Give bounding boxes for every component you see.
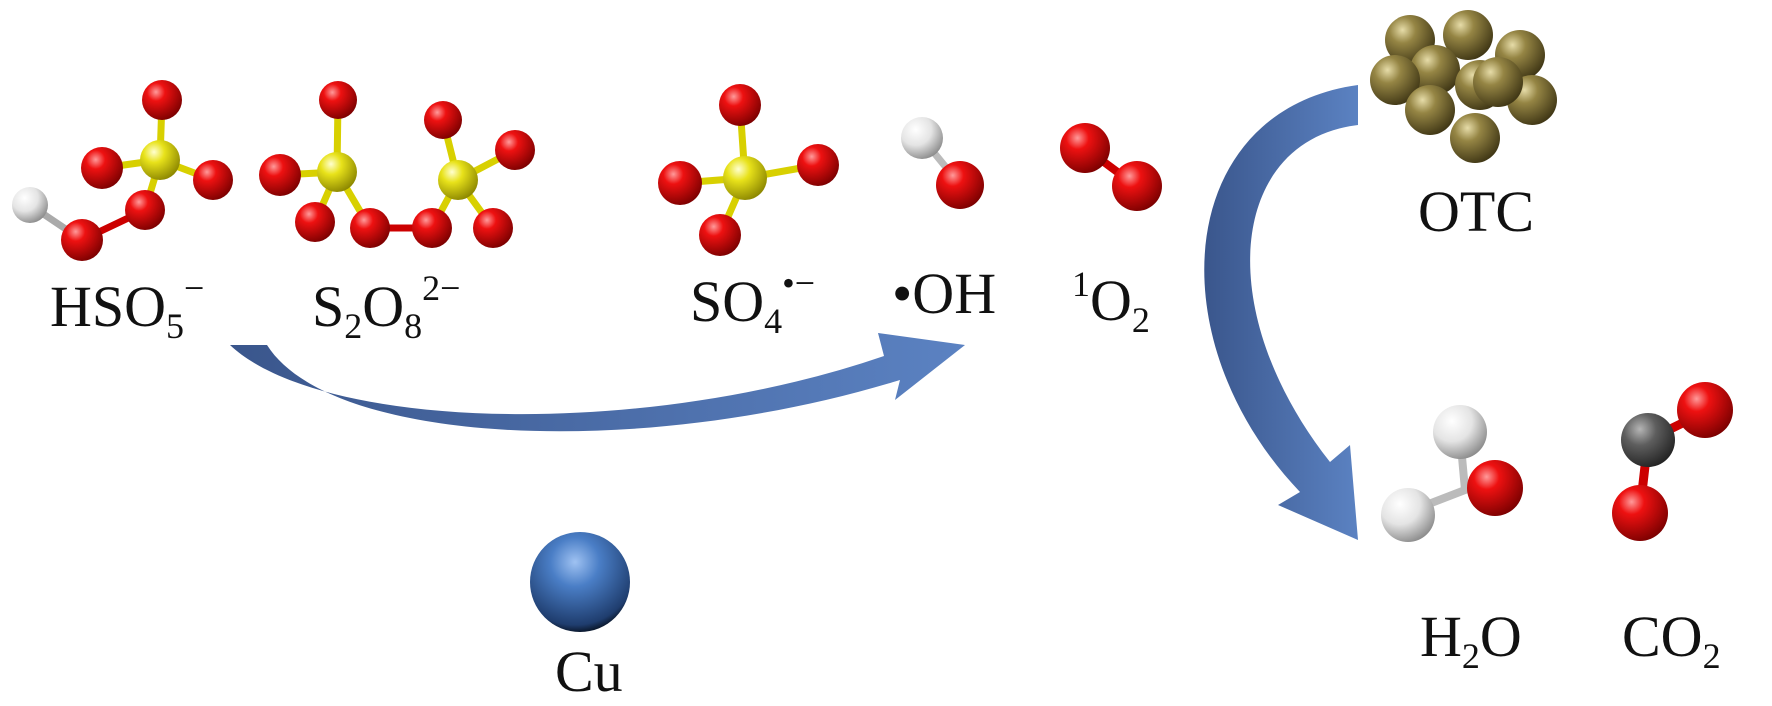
label-h2o: H2O	[1420, 604, 1522, 676]
h2o-molecule	[1381, 405, 1523, 542]
activation-arrow	[230, 333, 965, 432]
label-so4-radical: SO4•−	[690, 263, 816, 341]
degradation-arrow	[1204, 85, 1358, 540]
hso5-molecule	[12, 80, 233, 261]
so4-molecule	[658, 84, 839, 256]
otc-cluster	[1370, 10, 1557, 163]
label-singlet-oxygen: 1O2	[1072, 264, 1150, 340]
label-s2o8: S2O82−	[312, 268, 461, 346]
label-hydroxyl-radical: •OH	[892, 261, 997, 326]
s2o8-molecule	[259, 81, 535, 248]
label-hso5: HSO5−	[50, 268, 205, 346]
label-cu: Cu	[555, 639, 623, 704]
copper-sphere	[530, 532, 630, 632]
oh-molecule	[901, 117, 984, 209]
singlet-oxygen-molecule	[1060, 123, 1162, 211]
label-otc: OTC	[1418, 179, 1534, 244]
co2-molecule	[1612, 382, 1733, 541]
label-co2: CO2	[1622, 604, 1721, 676]
